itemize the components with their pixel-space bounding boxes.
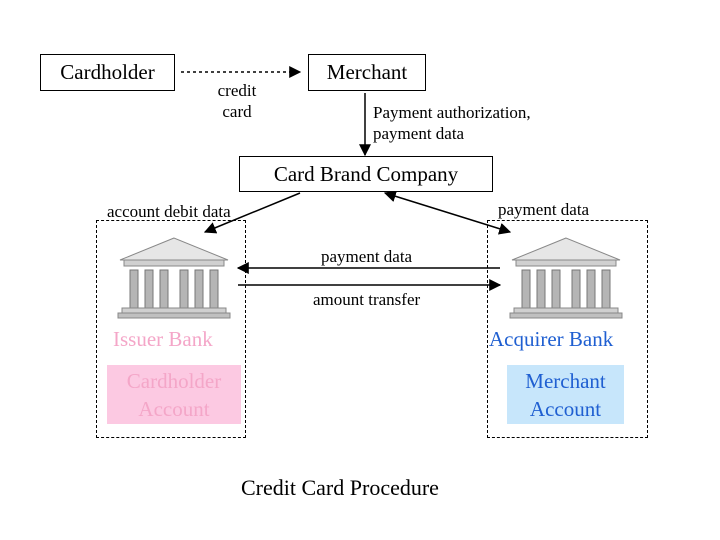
merchant-account-line2: Account bbox=[529, 396, 602, 421]
merchant-box: Merchant bbox=[308, 54, 426, 91]
acquirer-bank-name: Acquirer Bank bbox=[489, 327, 614, 351]
cardholder-label: Cardholder bbox=[60, 60, 155, 84]
card-brand-label: Card Brand Company bbox=[273, 161, 459, 186]
card-brand-box: Card Brand Company bbox=[239, 156, 493, 192]
credit-card-line1: credit bbox=[217, 81, 257, 100]
cardholder-account-line2: Account bbox=[138, 396, 210, 421]
merchant-account: Merchant Account bbox=[507, 365, 624, 424]
cardholder-account-line1: Cardholder bbox=[126, 368, 222, 393]
diagram-title: Credit Card Procedure bbox=[241, 475, 439, 500]
authorization-line1: Payment authorization, bbox=[373, 103, 531, 122]
acquirer-bank-region bbox=[487, 220, 648, 438]
credit-card-label: credit card bbox=[205, 80, 269, 122]
payment-data-middle-label: payment data bbox=[321, 247, 413, 266]
cardholder-box: Cardholder bbox=[40, 54, 175, 91]
account-debit-arrow bbox=[203, 192, 301, 234]
authorization-label: Payment authorization, payment data bbox=[373, 102, 531, 144]
issuer-bank-region bbox=[96, 220, 246, 438]
amount-transfer-label: amount transfer bbox=[313, 290, 421, 309]
payment-data-brand-arrow bbox=[383, 190, 512, 235]
cardholder-account: Cardholder Account bbox=[107, 365, 241, 424]
acquirer-bank-icon bbox=[509, 237, 623, 319]
payment-data-right-label: payment data bbox=[498, 200, 590, 219]
authorization-line2: payment data bbox=[373, 124, 465, 143]
issuer-bank-icon bbox=[117, 237, 231, 319]
account-debit-label: account debit data bbox=[107, 202, 231, 221]
credit-card-line2: card bbox=[222, 102, 252, 121]
merchant-account-line1: Merchant bbox=[525, 368, 606, 393]
merchant-label: Merchant bbox=[326, 60, 408, 84]
issuer-bank-name: Issuer Bank bbox=[113, 327, 213, 351]
